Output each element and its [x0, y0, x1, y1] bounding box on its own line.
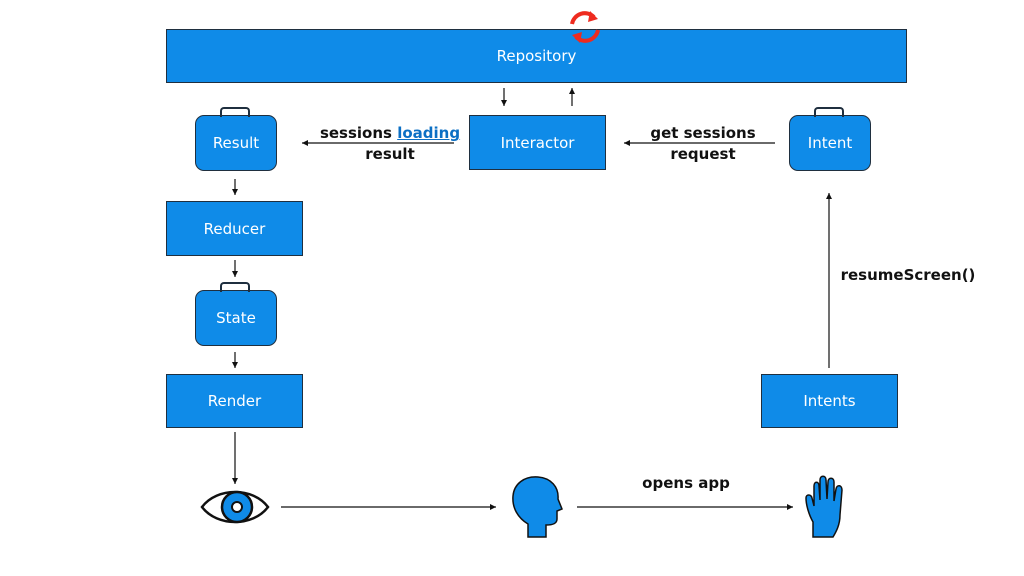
- intent-case: Intent: [789, 107, 871, 171]
- opens-app-label: opens app: [642, 474, 730, 492]
- intents-box: Intents: [761, 374, 898, 428]
- state-label: State: [216, 309, 256, 327]
- result-label: Result: [212, 134, 260, 152]
- intent-case-handle: [814, 107, 844, 117]
- get-sessions-request-label: get sessions request: [628, 123, 778, 165]
- state-case: State: [195, 282, 277, 346]
- result-case-handle: [220, 107, 250, 117]
- loading-word: loading: [397, 124, 461, 142]
- state-case-handle: [220, 282, 250, 292]
- resume-screen-label: resumeScreen(): [840, 266, 976, 284]
- get-sessions-word: get sessions: [650, 124, 756, 142]
- hand-icon: [805, 475, 843, 538]
- interactor-box: Interactor: [469, 115, 606, 170]
- eye-icon: [200, 490, 270, 524]
- sessions-loading-label: sessions loading result: [312, 123, 468, 165]
- head-icon: [512, 476, 563, 538]
- render-label: Render: [207, 392, 262, 410]
- intent-label: Intent: [807, 134, 853, 152]
- result-word: result: [365, 145, 415, 163]
- repository-box: Repository: [166, 29, 907, 83]
- sync-icon: [570, 11, 600, 43]
- reducer-label: Reducer: [203, 219, 266, 238]
- intents-label: Intents: [803, 392, 856, 410]
- render-box: Render: [166, 374, 303, 428]
- reducer-box: Reducer: [166, 201, 303, 256]
- result-case: Result: [195, 107, 277, 171]
- repository-label: Repository: [496, 47, 577, 65]
- interactor-label: Interactor: [500, 133, 575, 152]
- sessions-word: sessions: [319, 124, 392, 142]
- request-word: request: [670, 145, 736, 163]
